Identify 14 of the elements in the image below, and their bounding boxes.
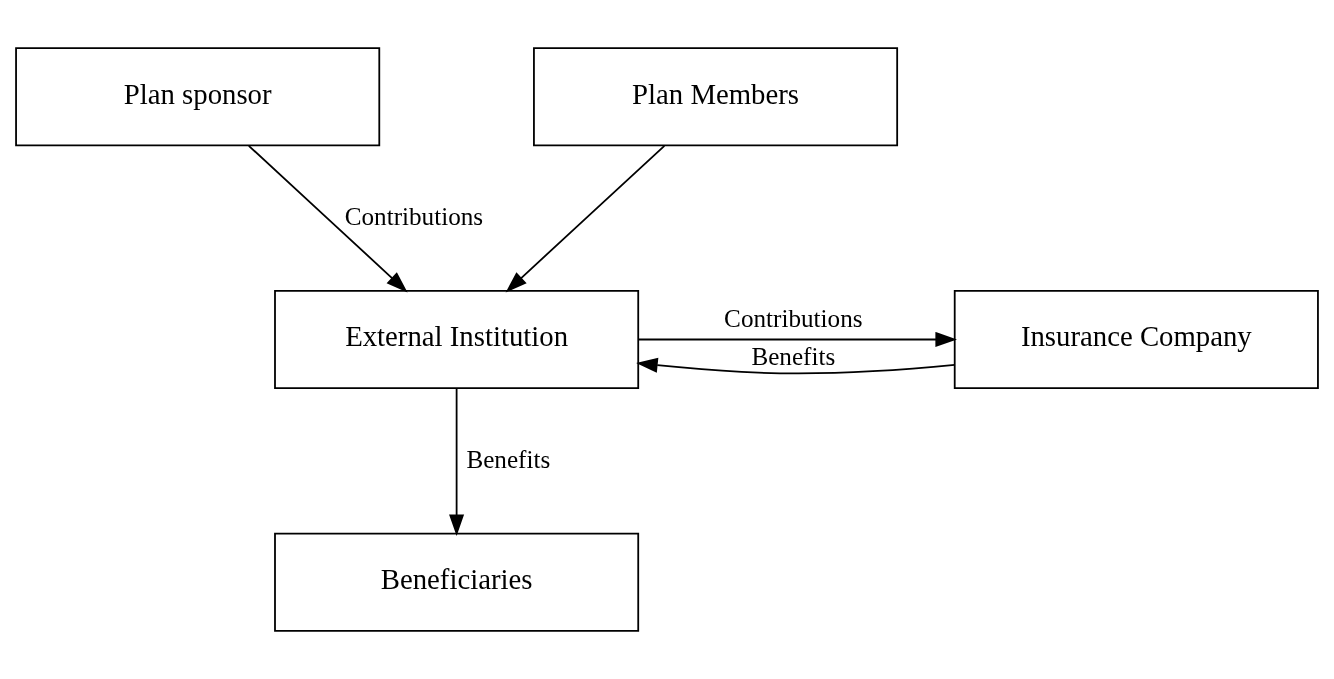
node-box: Plan Members <box>533 47 899 147</box>
arrow <box>636 357 956 375</box>
arrow <box>247 144 408 293</box>
node-box: Insurance Company <box>953 290 1319 389</box>
node-box: External Institution <box>274 290 640 389</box>
node-box: Beneficiaries <box>274 532 640 632</box>
node-box: Plan sponsor <box>15 47 381 147</box>
edge-label: Benefits <box>751 343 836 371</box>
edge-label: Contributions <box>724 305 863 333</box>
edge-label: Benefits <box>466 445 551 473</box>
arrow <box>449 387 465 537</box>
arrow <box>505 144 666 293</box>
arrow <box>637 331 957 348</box>
edge-label: Contributions <box>344 202 484 230</box>
